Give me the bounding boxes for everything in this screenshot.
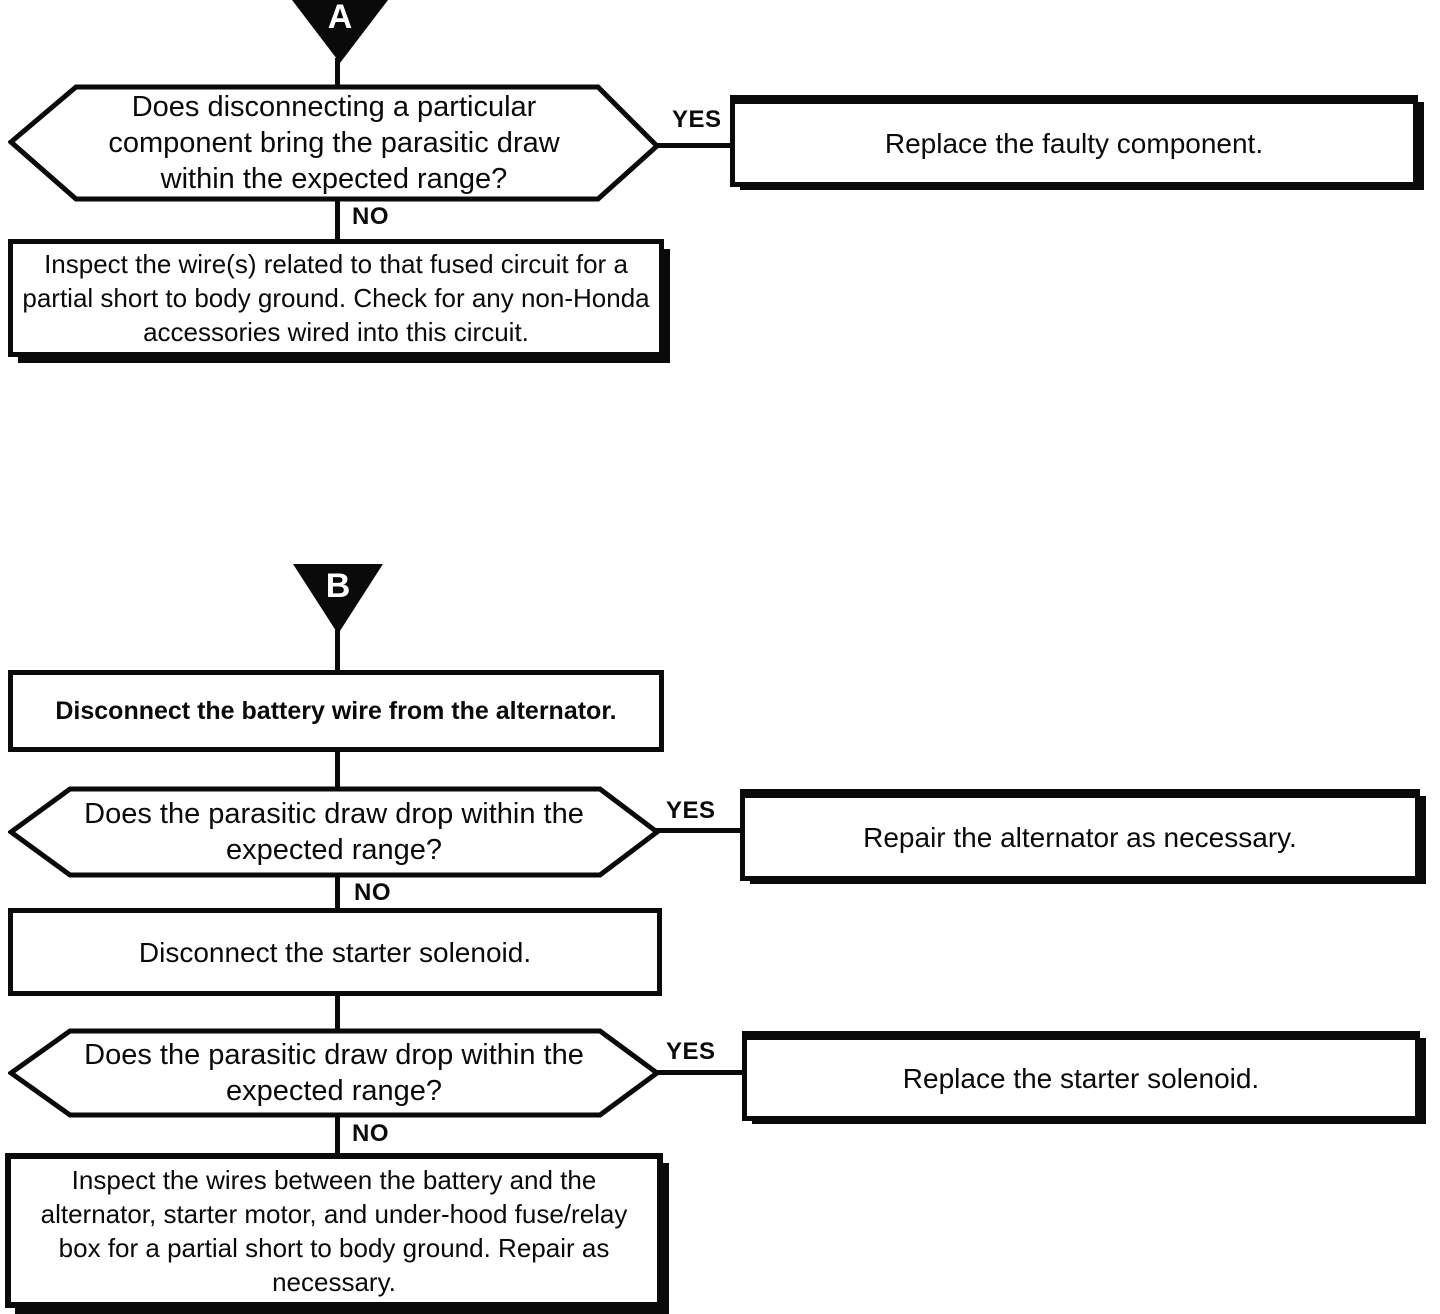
action-inspect-fused-circuit: Inspect the wire(s) related to that fuse…	[8, 239, 664, 357]
action-inspect-battery-wires: Inspect the wires between the battery an…	[5, 1153, 663, 1308]
connector-line	[655, 143, 735, 148]
decision-component-disconnect: Does disconnecting a particular componen…	[8, 84, 660, 202]
connector-a: A	[292, 0, 388, 63]
decision-text: Does the parasitic draw drop within the …	[84, 1039, 584, 1107]
action-text: Replace the faulty component.	[884, 127, 1264, 159]
action-text: Repair the alternator as necessary.	[863, 821, 1297, 853]
action-text: Inspect the wires between the battery an…	[40, 1164, 628, 1297]
no-label: NO	[352, 203, 389, 230]
connector-line	[335, 994, 340, 1032]
action-repair-alternator: Repair the alternator as necessary.	[740, 789, 1420, 881]
step-disconnect-starter-solenoid: Disconnect the starter solenoid.	[8, 908, 662, 996]
action-replace-faulty-component: Replace the faulty component.	[730, 95, 1418, 187]
connector-b-label: B	[325, 567, 351, 605]
connector-line	[335, 58, 340, 88]
yes-label: YES	[666, 797, 716, 824]
step-disconnect-battery-wire: Disconnect the battery wire from the alt…	[8, 670, 664, 752]
connector-line	[335, 198, 340, 242]
action-text: Inspect the wire(s) related to that fuse…	[22, 249, 650, 347]
connector-line	[335, 750, 340, 790]
decision-text: Does disconnecting a particular componen…	[108, 91, 560, 195]
decision-text: Does the parasitic draw drop within the …	[84, 798, 584, 866]
no-label: NO	[354, 879, 391, 906]
action-replace-starter-solenoid: Replace the starter solenoid.	[742, 1031, 1420, 1121]
step-text: Disconnect the starter solenoid.	[138, 936, 532, 968]
connector-triangle-icon	[292, 0, 388, 63]
connector-b: B	[293, 564, 383, 634]
connector-line	[655, 1070, 745, 1075]
connector-line	[335, 1114, 340, 1158]
action-text: Replace the starter solenoid.	[902, 1062, 1260, 1094]
connector-line	[335, 874, 340, 912]
yes-label: YES	[672, 106, 722, 133]
connector-line	[655, 828, 743, 833]
decision-parasitic-drop-1: Does the parasitic draw drop within the …	[8, 786, 660, 878]
step-text: Disconnect the battery wire from the alt…	[55, 696, 617, 725]
decision-parasitic-drop-2: Does the parasitic draw drop within the …	[8, 1028, 660, 1118]
no-label: NO	[352, 1120, 389, 1147]
connector-line	[335, 630, 340, 674]
connector-triangle-icon	[293, 564, 383, 634]
connector-a-label: A	[327, 0, 353, 36]
yes-label: YES	[666, 1038, 716, 1065]
